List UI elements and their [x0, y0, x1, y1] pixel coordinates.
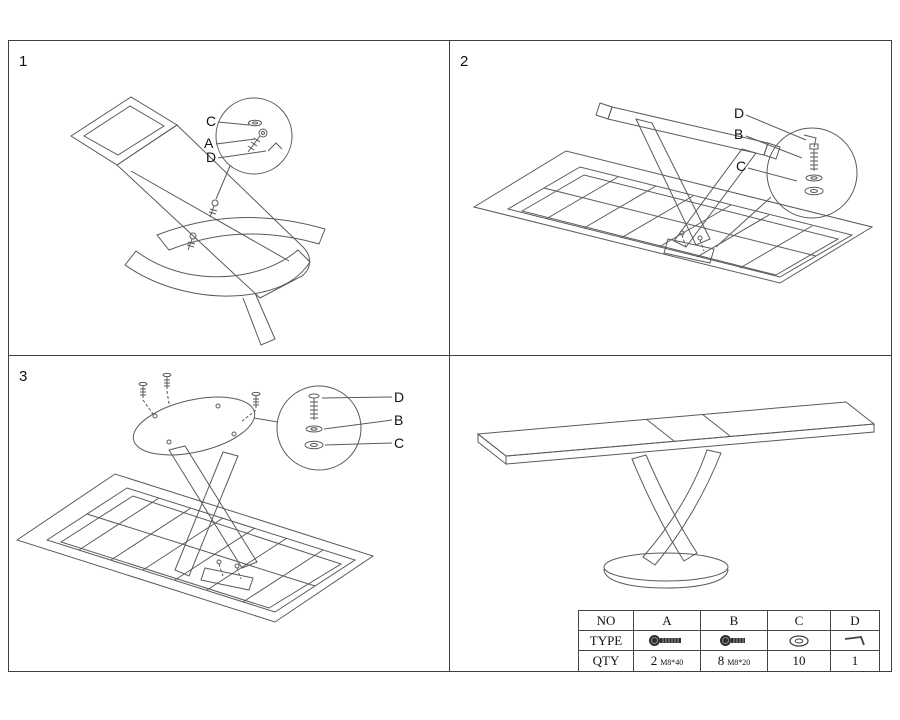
- col-d-header: D: [830, 610, 880, 631]
- x-base-part-drawing: [70, 96, 326, 346]
- allen-key-icon: [844, 635, 865, 645]
- washer-icon: [304, 425, 324, 450]
- step-3-number: 3: [19, 368, 28, 385]
- leader-lines: [215, 121, 267, 159]
- col-a-header: A: [633, 610, 701, 631]
- step-1-number: 1: [19, 53, 28, 70]
- finished-table-drawing: [476, 401, 876, 589]
- callout-label-c: C: [394, 435, 405, 451]
- bolt-icon: [247, 128, 268, 153]
- allen-key-icon: [267, 142, 283, 152]
- callout-label-d: D: [734, 105, 745, 121]
- type-c-cell: [767, 630, 831, 651]
- qty-c-value: 10: [792, 653, 806, 668]
- screw-icon: [162, 372, 172, 405]
- callout-label-b: B: [394, 412, 404, 428]
- parts-table-header-row: NO A B C D: [578, 610, 880, 631]
- washer-icon: [789, 634, 809, 647]
- detail-callout-circle: [253, 385, 393, 471]
- qty-row-label: QTY: [578, 650, 634, 671]
- callout-label-d: D: [394, 389, 405, 405]
- detail-callout-circle: [215, 97, 293, 200]
- bolt-icon: [308, 393, 320, 420]
- tabletop-frame-drawing: [472, 150, 874, 284]
- col-c-header: C: [767, 610, 831, 631]
- screw-icon: [240, 391, 261, 423]
- foot-plate-oval: [132, 396, 256, 456]
- callout-label-c: C: [736, 158, 747, 174]
- washer-icon: [248, 119, 262, 127]
- tabletop-frame-drawing: [15, 473, 375, 623]
- x-base-with-foot-plate-drawing: [132, 372, 261, 591]
- step-3-panel: 3: [9, 356, 450, 671]
- step-2-number: 2: [460, 53, 469, 70]
- step-3-drawing: [15, 372, 393, 623]
- type-b-cell: [700, 630, 768, 651]
- callout-label-a: A: [204, 135, 214, 151]
- washer-icon: [804, 174, 824, 196]
- screw-icon: [138, 381, 154, 415]
- callout-label-c: C: [206, 113, 217, 129]
- col-b-header: B: [700, 610, 768, 631]
- short-bolt-icon: [720, 635, 745, 646]
- qty-b-spec: M8*20: [727, 658, 751, 667]
- parts-table-type-row: TYPE: [578, 630, 880, 651]
- detail-callout-circle: [715, 114, 858, 248]
- qty-a-spec: M8*40: [660, 658, 684, 667]
- x-base-upside-down-drawing: [595, 102, 781, 264]
- assembled-table-drawing: [476, 401, 876, 589]
- qty-b-value: 8: [717, 653, 725, 668]
- qty-c-cell: 10: [767, 650, 831, 671]
- long-bolt-icon: [649, 635, 681, 646]
- col-no-header: NO: [578, 610, 634, 631]
- type-d-cell: [830, 630, 880, 651]
- step-2-panel: 2: [450, 41, 891, 356]
- qty-d-value: 1: [851, 653, 859, 668]
- parts-table: NO A B C D TYPE: [578, 610, 880, 671]
- step-2-drawing: [472, 102, 874, 284]
- finished-table-panel: NO A B C D TYPE: [450, 356, 891, 671]
- leader-lines: [745, 114, 807, 182]
- type-row-label: TYPE: [578, 630, 634, 651]
- qty-d-cell: 1: [830, 650, 880, 671]
- step-1-panel: 1: [9, 41, 450, 356]
- leader-lines: [321, 396, 393, 446]
- callout-label-b: B: [734, 126, 744, 142]
- bolt-icon: [809, 143, 819, 171]
- callout-label-d: D: [206, 149, 217, 165]
- page-border: 1: [8, 40, 892, 672]
- step-1-drawing: [70, 96, 326, 346]
- qty-a-value: 2: [650, 653, 658, 668]
- type-a-cell: [633, 630, 701, 651]
